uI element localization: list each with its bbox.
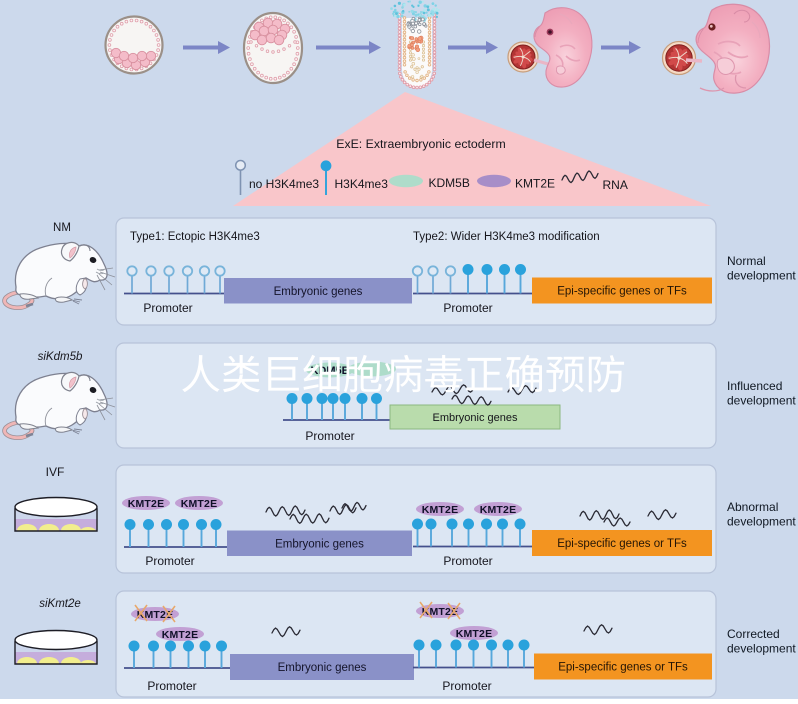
svg-text:KMT2E: KMT2E: [422, 606, 459, 618]
svg-text:Type2: Wider H3K4me3 modificat: Type2: Wider H3K4me3 modification: [413, 231, 600, 243]
svg-text:Epi-specific genes or TFs: Epi-specific genes or TFs: [558, 662, 688, 674]
svg-text:Epi-specific genes or TFs: Epi-specific genes or TFs: [557, 286, 687, 298]
svg-text:KMT2E: KMT2E: [456, 628, 493, 640]
svg-text:development: development: [727, 394, 796, 408]
svg-text:development: development: [727, 642, 796, 656]
svg-text:Promoter: Promoter: [443, 301, 492, 315]
svg-text:Influenced: Influenced: [727, 379, 782, 393]
svg-text:Corrected: Corrected: [727, 627, 780, 641]
svg-text:RNA: RNA: [603, 178, 628, 192]
svg-text:Promoter: Promoter: [443, 554, 492, 568]
svg-text:siKdm5b: siKdm5b: [38, 351, 83, 363]
svg-text:Epi-specific genes or TFs: Epi-specific genes or TFs: [557, 538, 687, 550]
svg-text:Embryonic genes: Embryonic genes: [275, 538, 364, 550]
svg-text:KMT2E: KMT2E: [162, 629, 199, 641]
svg-text:KMT2E: KMT2E: [181, 498, 218, 510]
svg-text:development: development: [727, 269, 796, 283]
svg-text:KMT2E: KMT2E: [515, 177, 555, 191]
svg-text:H3K4me3: H3K4me3: [335, 177, 389, 191]
svg-text:KMT2E: KMT2E: [137, 609, 174, 621]
svg-text:Promoter: Promoter: [145, 554, 194, 568]
svg-text:Normal: Normal: [727, 254, 766, 268]
svg-text:Promoter: Promoter: [143, 301, 192, 315]
svg-text:Promoter: Promoter: [305, 429, 354, 443]
svg-text:KMT2E: KMT2E: [422, 504, 459, 516]
svg-text:IVF: IVF: [46, 465, 65, 479]
svg-text:Embryonic genes: Embryonic genes: [274, 286, 363, 298]
svg-text:Embryonic genes: Embryonic genes: [278, 662, 367, 674]
svg-text:Type1: Ectopic H3K4me3: Type1: Ectopic H3K4me3: [130, 231, 260, 243]
svg-text:KMT2E: KMT2E: [128, 498, 165, 510]
svg-text:development: development: [727, 515, 796, 529]
svg-text:Embryonic genes: Embryonic genes: [433, 412, 518, 424]
svg-text:NM: NM: [53, 222, 71, 234]
svg-text:KDM5B: KDM5B: [429, 176, 470, 190]
svg-text:Abnormal: Abnormal: [727, 500, 778, 514]
svg-text:KMT2E: KMT2E: [480, 504, 517, 516]
svg-text:Promoter: Promoter: [147, 679, 196, 693]
svg-text:Promoter: Promoter: [442, 679, 491, 693]
svg-text:siKmt2e: siKmt2e: [39, 598, 81, 610]
svg-text:no H3K4me3: no H3K4me3: [249, 177, 319, 191]
svg-text:ExE: Extraembryonic ectoderm: ExE: Extraembryonic ectoderm: [336, 137, 506, 151]
